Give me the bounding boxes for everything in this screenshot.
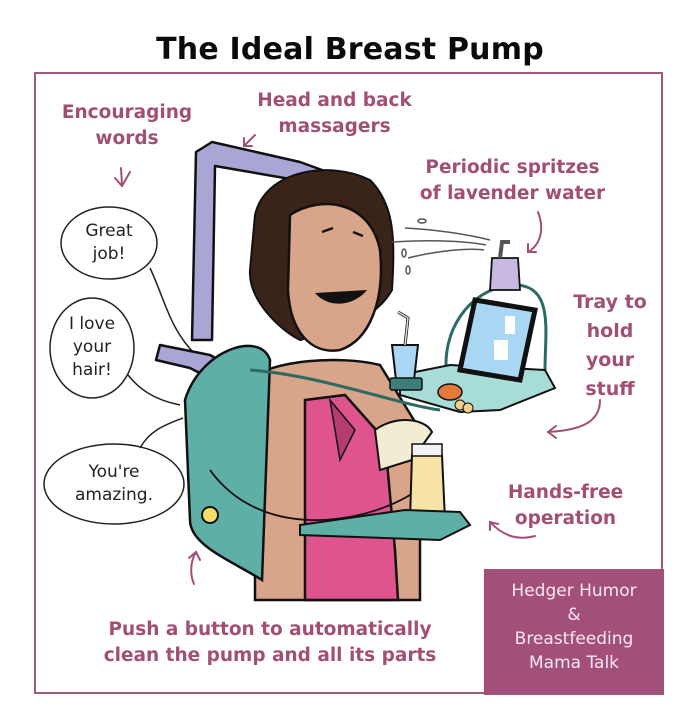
credit-box: Hedger Humor & Breastfeeding Mama Talk (484, 569, 664, 695)
label-massagers: Head and back massagers (257, 90, 412, 137)
lower-tray (299, 508, 472, 542)
mouth (315, 290, 367, 304)
annotation-arrows (114, 134, 601, 585)
speech-bubble-great-job (43, 206, 197, 525)
clean-button (201, 506, 219, 524)
speech-bubble-text-amazing: You're amazing. (74, 462, 153, 505)
eye-left (321, 226, 334, 234)
label-spritzes: Periodic spritzes of lavender water (419, 157, 606, 204)
label-encouraging-words: Encouraging words (61, 102, 193, 149)
label-hands-free: Hands-free operation (507, 482, 624, 529)
spray-bottle (489, 257, 521, 291)
dress (303, 393, 400, 602)
backpack (183, 344, 272, 583)
label-tray: Tray to hold your stuff (573, 291, 647, 400)
drink-cup (390, 344, 420, 381)
face (286, 202, 383, 352)
tubing (209, 469, 411, 521)
eye-right (352, 230, 364, 238)
snack (437, 383, 463, 401)
spray-lines (391, 218, 491, 275)
speech-bubble-text-love-hair: I love your hair! (68, 314, 116, 380)
label-clean: Push a button to automatically clean the… (103, 619, 437, 666)
speech-bubble-text-great-job: Great job! (85, 221, 133, 264)
tubing-2 (249, 368, 441, 412)
comic-frame (34, 72, 663, 694)
comic-title: The Ideal Breast Pump (156, 32, 544, 67)
